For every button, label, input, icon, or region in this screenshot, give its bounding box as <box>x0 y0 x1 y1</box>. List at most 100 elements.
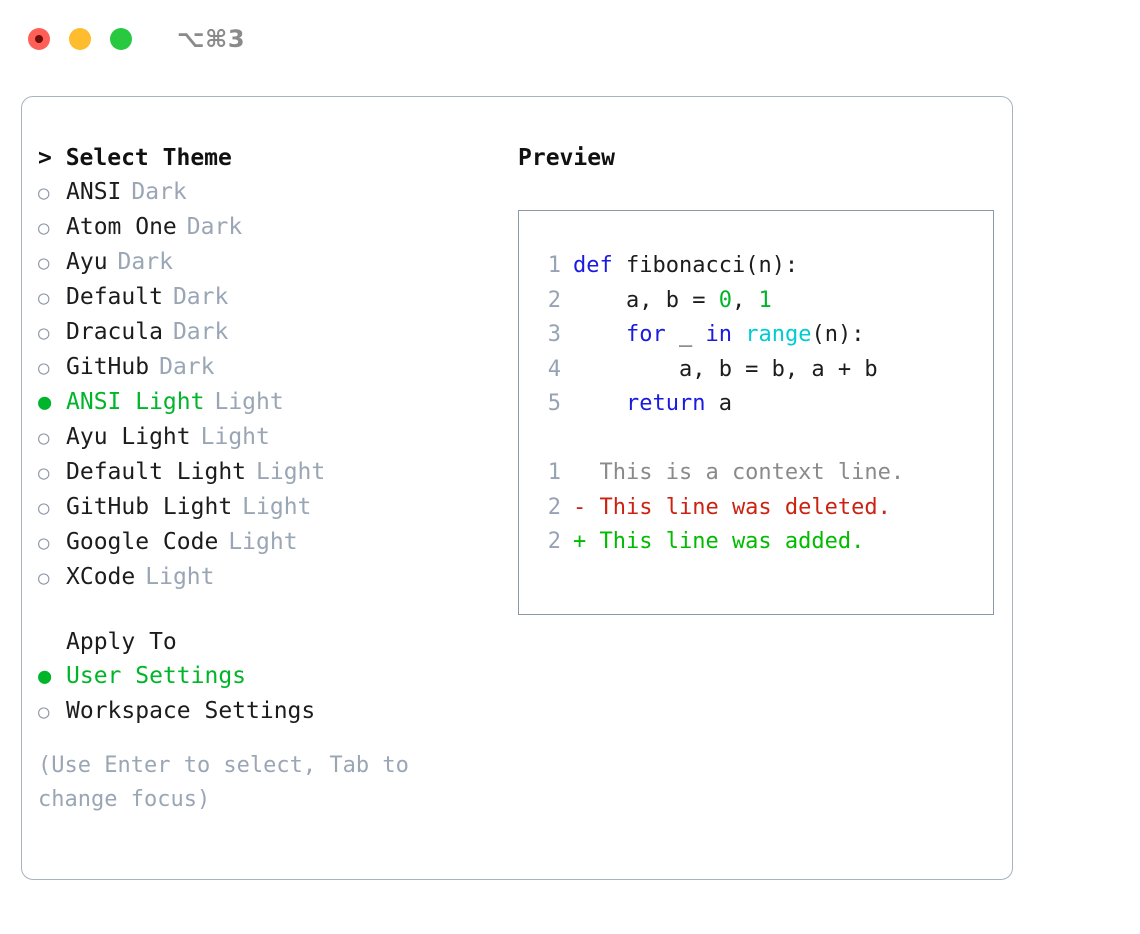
code-token: a <box>705 391 732 416</box>
radio-unselected-icon: ○ <box>38 462 50 484</box>
radio-selected-icon: ● <box>38 390 52 415</box>
code-token: a, b = <box>573 287 719 313</box>
radio-unselected-icon: ○ <box>38 567 50 589</box>
theme-option-default-dark[interactable]: ○ Default Dark <box>38 280 500 315</box>
minimize-button[interactable] <box>69 28 91 50</box>
apply-option-label: User Settings <box>66 663 247 689</box>
diff-line-add: 2+ This line was added. <box>533 525 993 560</box>
radio-unselected-icon: ○ <box>38 287 50 309</box>
code-token: fibonacci(n): <box>612 253 799 278</box>
line-number: 5 <box>547 391 561 416</box>
code-line: 1 def fibonacci(n): <box>533 249 993 284</box>
radio-unselected-icon: ○ <box>38 427 50 449</box>
theme-option-variant: Dark <box>172 284 229 310</box>
theme-option-label: Ayu Light <box>66 424 191 450</box>
code-token: 1 <box>758 287 772 313</box>
code-text: return a <box>573 387 732 422</box>
theme-option-variant: Dark <box>117 249 173 275</box>
line-number: 4 <box>547 356 561 382</box>
code-token: (n): <box>811 322 865 347</box>
theme-option-label: XCode <box>66 564 136 590</box>
theme-option-variant: Light <box>228 529 298 555</box>
theme-option-label: ANSI <box>66 179 122 205</box>
maximize-button[interactable] <box>110 28 132 50</box>
code-line: 4 a, b = b, a + b <box>533 353 993 388</box>
radio-unselected-icon: ○ <box>38 182 50 204</box>
radio-selected-icon: ● <box>38 664 52 689</box>
theme-option-ayu-dark[interactable]: ○ Ayu Dark <box>38 245 500 280</box>
theme-option-label: Google Code <box>66 529 219 555</box>
recording-indicator-icon <box>35 35 43 43</box>
apply-option-workspace-settings[interactable]: ○ Workspace Settings <box>38 694 500 729</box>
keyboard-shortcut-label: ⌥⌘3 <box>177 25 246 53</box>
apply-to-list[interactable]: ● User Settings ○ Workspace Settings <box>38 659 500 729</box>
apply-to-header: Apply To <box>66 629 177 655</box>
radio-unselected-icon: ○ <box>38 252 50 274</box>
title-bar: ⌥⌘3 <box>0 0 1140 78</box>
theme-option-variant: Dark <box>159 354 215 380</box>
close-button[interactable] <box>28 28 50 50</box>
code-token: in <box>705 322 732 347</box>
radio-unselected-icon: ○ <box>38 701 50 723</box>
theme-option-google-code-light[interactable]: ○ Google Code Light <box>38 525 500 560</box>
code-text: a, b = 0, 1 <box>573 284 772 319</box>
theme-option-ayu-light-light[interactable]: ○ Ayu Light Light <box>38 420 500 455</box>
radio-unselected-icon: ○ <box>38 497 50 519</box>
radio-unselected-icon: ○ <box>38 357 50 379</box>
theme-option-variant: Dark <box>131 179 187 205</box>
diff-line-ctx: 1 This is a context line. <box>533 456 993 491</box>
keyboard-hint-text: (Use Enter to select, Tab to change focu… <box>38 753 423 812</box>
line-number: 1 <box>547 460 561 485</box>
apply-option-user-settings[interactable]: ● User Settings <box>38 659 500 694</box>
radio-unselected-icon: ○ <box>38 217 50 239</box>
theme-option-label: Default <box>66 284 163 310</box>
diff-line-del: 2- This line was deleted. <box>533 491 993 526</box>
code-token: range <box>745 322 812 347</box>
code-token: 0 <box>718 287 732 313</box>
theme-option-label: Atom One <box>66 214 177 240</box>
line-number: 2 <box>547 287 561 313</box>
theme-option-ansi-dark[interactable]: ○ ANSI Dark <box>38 175 500 210</box>
theme-option-variant: Light <box>242 494 312 520</box>
line-number: 2 <box>547 494 561 520</box>
code-token: a, b = b, a + b <box>573 356 878 382</box>
theme-option-variant: Light <box>200 424 270 450</box>
code-text: def fibonacci(n): <box>573 249 798 284</box>
select-theme-header: > Select Theme <box>38 145 232 171</box>
code-token: , <box>731 287 759 313</box>
code-text: for _ in range(n): <box>573 318 864 353</box>
diff-line-text: This is a context line. <box>573 460 905 485</box>
preview-header: Preview <box>518 145 615 171</box>
window-controls <box>28 28 132 50</box>
theme-option-github-light-light[interactable]: ○ GitHub Light Light <box>38 490 500 525</box>
code-token: return <box>625 391 706 416</box>
theme-option-label: Ayu <box>66 249 108 275</box>
code-spacer <box>533 422 993 457</box>
code-line: 5 return a <box>533 387 993 422</box>
code-token: for <box>625 322 666 347</box>
line-number: 1 <box>547 253 561 278</box>
code-text: a, b = b, a + b <box>573 353 878 388</box>
theme-option-label: Default Light <box>66 459 247 485</box>
code-token <box>732 322 745 347</box>
theme-option-label: Dracula <box>66 319 163 345</box>
apply-option-label: Workspace Settings <box>66 698 316 724</box>
theme-option-variant: Light <box>214 389 284 415</box>
diff-sample: 1 This is a context line.2- This line wa… <box>533 456 993 560</box>
radio-unselected-icon: ○ <box>38 322 50 344</box>
radio-unselected-icon: ○ <box>38 532 50 554</box>
theme-option-label: GitHub Light <box>66 494 233 520</box>
code-token <box>573 391 626 416</box>
